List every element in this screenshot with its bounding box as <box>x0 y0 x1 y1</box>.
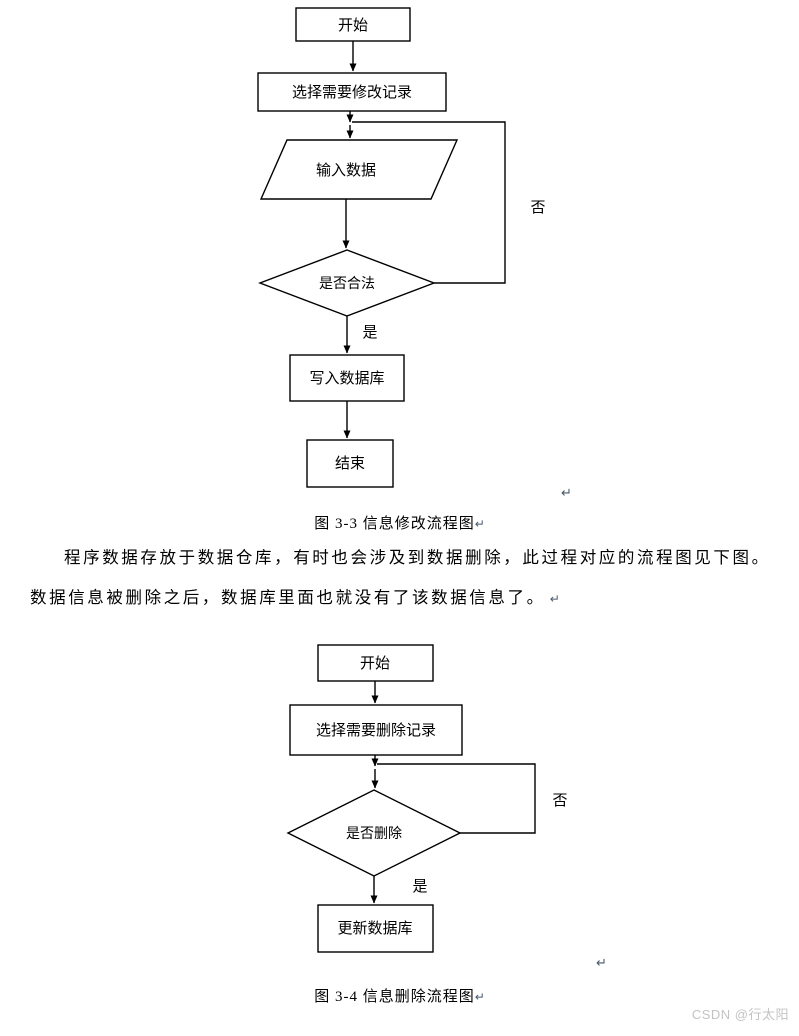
write-db-label: 写入数据库 <box>309 370 384 387</box>
csdn-watermark: CSDN @行太阳 <box>691 1007 789 1022</box>
input-data-label: 输入数据 <box>316 162 376 179</box>
node-end: 结束 <box>306 439 394 488</box>
start-label: 开始 <box>360 655 390 672</box>
select-record-label: 选择需要删除记录 <box>316 722 436 739</box>
node-input-data: 输入数据 <box>259 139 459 200</box>
node-start: 开始 <box>317 644 434 682</box>
update-db-label: 更新数据库 <box>337 920 412 937</box>
figure-caption-text: 图 3-3 信息修改流程图 <box>314 516 475 532</box>
figure-caption-3-4: 图 3-4 信息删除流程图↵ <box>0 985 799 1006</box>
start-box <box>317 644 434 682</box>
node-select-record: 选择需要修改记录 <box>257 72 447 112</box>
is-delete-label: 是否删除 <box>346 825 402 841</box>
end-box <box>306 439 394 488</box>
start-label: 开始 <box>338 17 368 34</box>
update-db-box <box>317 904 434 953</box>
edge-label-yes: 是 <box>362 324 377 341</box>
paragraph-mark: ↵ <box>549 592 560 606</box>
node-write-db: 写入数据库 <box>289 354 405 402</box>
select-record-box <box>289 704 463 756</box>
end-label: 结束 <box>335 455 365 472</box>
paragraph-mark: ↵ <box>474 517 485 531</box>
edge-no-loopback <box>377 763 536 834</box>
paragraph-line-1: 程序数据存放于数据仓库，有时也会涉及到数据删除，此过程对应的流程图见下图。 <box>64 548 771 567</box>
edge-label-yes: 是 <box>412 878 427 895</box>
figure-caption-text: 图 3-4 信息删除流程图 <box>314 989 475 1005</box>
is-delete-diamond <box>286 789 462 877</box>
start-box <box>295 7 411 42</box>
paragraph-mark: ↵ <box>474 990 485 1004</box>
figure-caption-3-3: 图 3-3 信息修改流程图↵ <box>0 512 799 533</box>
node-select-record: 选择需要删除记录 <box>289 704 463 756</box>
flowchart-delete: 开始 选择需要删除记录 是否删除 更新数据库 否 是 <box>286 644 568 953</box>
paragraph-mark: ↵ <box>596 956 607 971</box>
paragraph-line-2: 数据信息被删除之后，数据库里面也就没有了该数据信息了。↵ <box>30 578 771 619</box>
paragraph-line-2-text: 数据信息被删除之后，数据库里面也就没有了该数据信息了。 <box>30 588 546 607</box>
input-data-parallelogram <box>259 139 459 200</box>
node-is-valid: 是否合法 <box>258 249 436 317</box>
node-update-db: 更新数据库 <box>317 904 434 953</box>
node-start: 开始 <box>295 7 411 42</box>
is-valid-diamond <box>258 249 436 317</box>
node-is-delete: 是否删除 <box>286 789 462 877</box>
body-paragraph: 程序数据存放于数据仓库，有时也会涉及到数据删除，此过程对应的流程图见下图。 数据… <box>30 538 771 619</box>
select-record-box <box>257 72 447 112</box>
select-record-label: 选择需要修改记录 <box>292 84 412 101</box>
edge-label-no: 否 <box>530 199 545 216</box>
is-valid-label: 是否合法 <box>319 275 375 291</box>
paragraph-mark: ↵ <box>561 486 572 501</box>
write-db-box <box>289 354 405 402</box>
edge-no-loopback <box>352 121 506 284</box>
edge-label-no: 否 <box>552 792 567 809</box>
flowchart-modify: 开始 选择需要修改记录 输入数据 是否合法 写入数据库 结束 否 是 <box>257 7 546 488</box>
